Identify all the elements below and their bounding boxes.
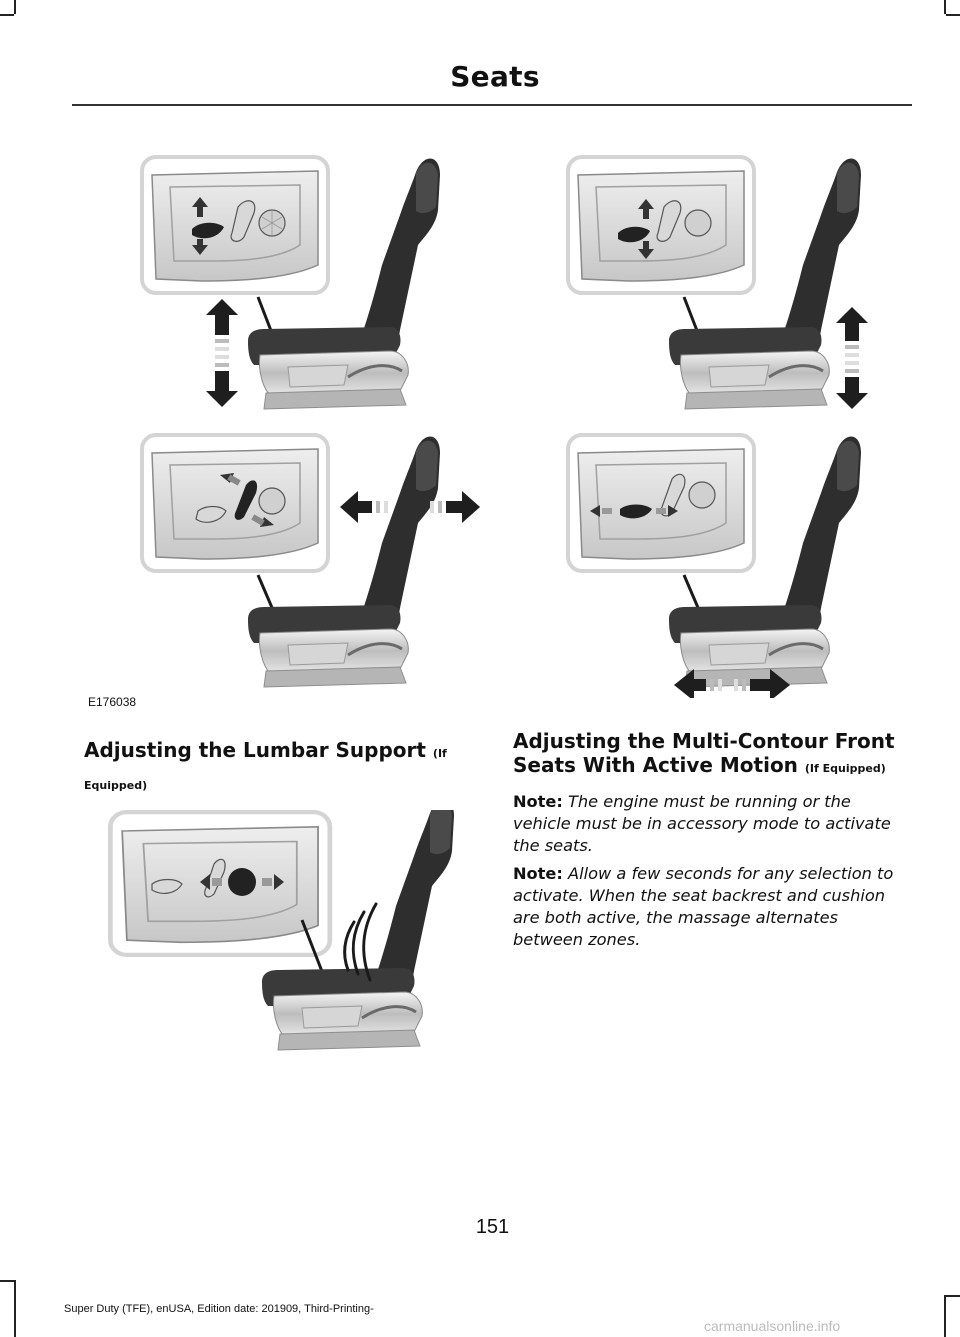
lumbar-heading-text: Adjusting the Lumbar Support (84, 738, 426, 762)
page-number: 151 (475, 1216, 510, 1238)
crop-mark (0, 1280, 14, 1282)
crop-mark (14, 0, 16, 14)
up-down-arrow-icon (638, 199, 654, 259)
note-text: Allow a few seconds for any selection to… (513, 864, 894, 949)
multicontour-qualifier: (If Equipped) (804, 762, 886, 775)
fore-aft-arrow-icon (674, 669, 790, 698)
note-label: Note: (513, 792, 563, 811)
header-rule (72, 104, 912, 106)
page-title: Seats (450, 60, 540, 93)
watermark: carmanualsonline.info (704, 1318, 841, 1334)
edition-footer: Super Duty (TFE), enUSA, Edition date: 2… (64, 1303, 374, 1315)
crop-mark (944, 0, 946, 14)
fore-aft-arrow-icon (200, 874, 284, 890)
figure-seat-height (140, 155, 490, 420)
figure-id: E176038 (88, 695, 137, 709)
multicontour-heading-line2: Seats With Active Motion (If Equipped) (513, 753, 933, 781)
figure-seat-fore-aft (566, 433, 896, 698)
note-engine-running: Note: The engine must be running or the … (513, 791, 908, 857)
seat-control-switch (192, 222, 224, 239)
crop-mark (14, 1280, 16, 1337)
crop-mark (0, 14, 14, 16)
fore-aft-arrow-icon (220, 473, 274, 527)
lumbar-qualifier-a: (If (432, 747, 447, 760)
fore-aft-arrow-icon (340, 491, 480, 523)
massage-wave-icon (343, 902, 378, 982)
fore-aft-arrow-icon (590, 505, 678, 517)
lumbar-heading: Adjusting the Lumbar Support (If (84, 738, 484, 766)
crop-mark (944, 1295, 946, 1337)
lumbar-qualifier-b: Equipped) (84, 779, 148, 792)
crop-mark (946, 14, 960, 16)
lumbar-qualifier: Equipped) (84, 770, 484, 798)
figure-lumbar (108, 810, 458, 1065)
up-down-arrow-icon (206, 299, 238, 407)
figure-cushion-tilt (566, 155, 896, 420)
figure-seat-recline (140, 433, 490, 698)
multicontour-heading-line2-text: Seats With Active Motion (513, 753, 798, 777)
up-down-arrow-icon (192, 197, 208, 255)
crop-mark (946, 1295, 960, 1297)
multicontour-heading-line1: Adjusting the Multi-Contour Front (513, 729, 895, 753)
up-down-arrow-icon (836, 307, 868, 409)
note-label: Note: (513, 864, 563, 883)
multicontour-heading: Adjusting the Multi-Contour Front Seats … (513, 729, 933, 781)
note-text: The engine must be running or the vehicl… (513, 792, 891, 855)
note-selection-delay: Note: Allow a few seconds for any select… (513, 863, 908, 951)
lumbar-control-button (228, 868, 256, 896)
